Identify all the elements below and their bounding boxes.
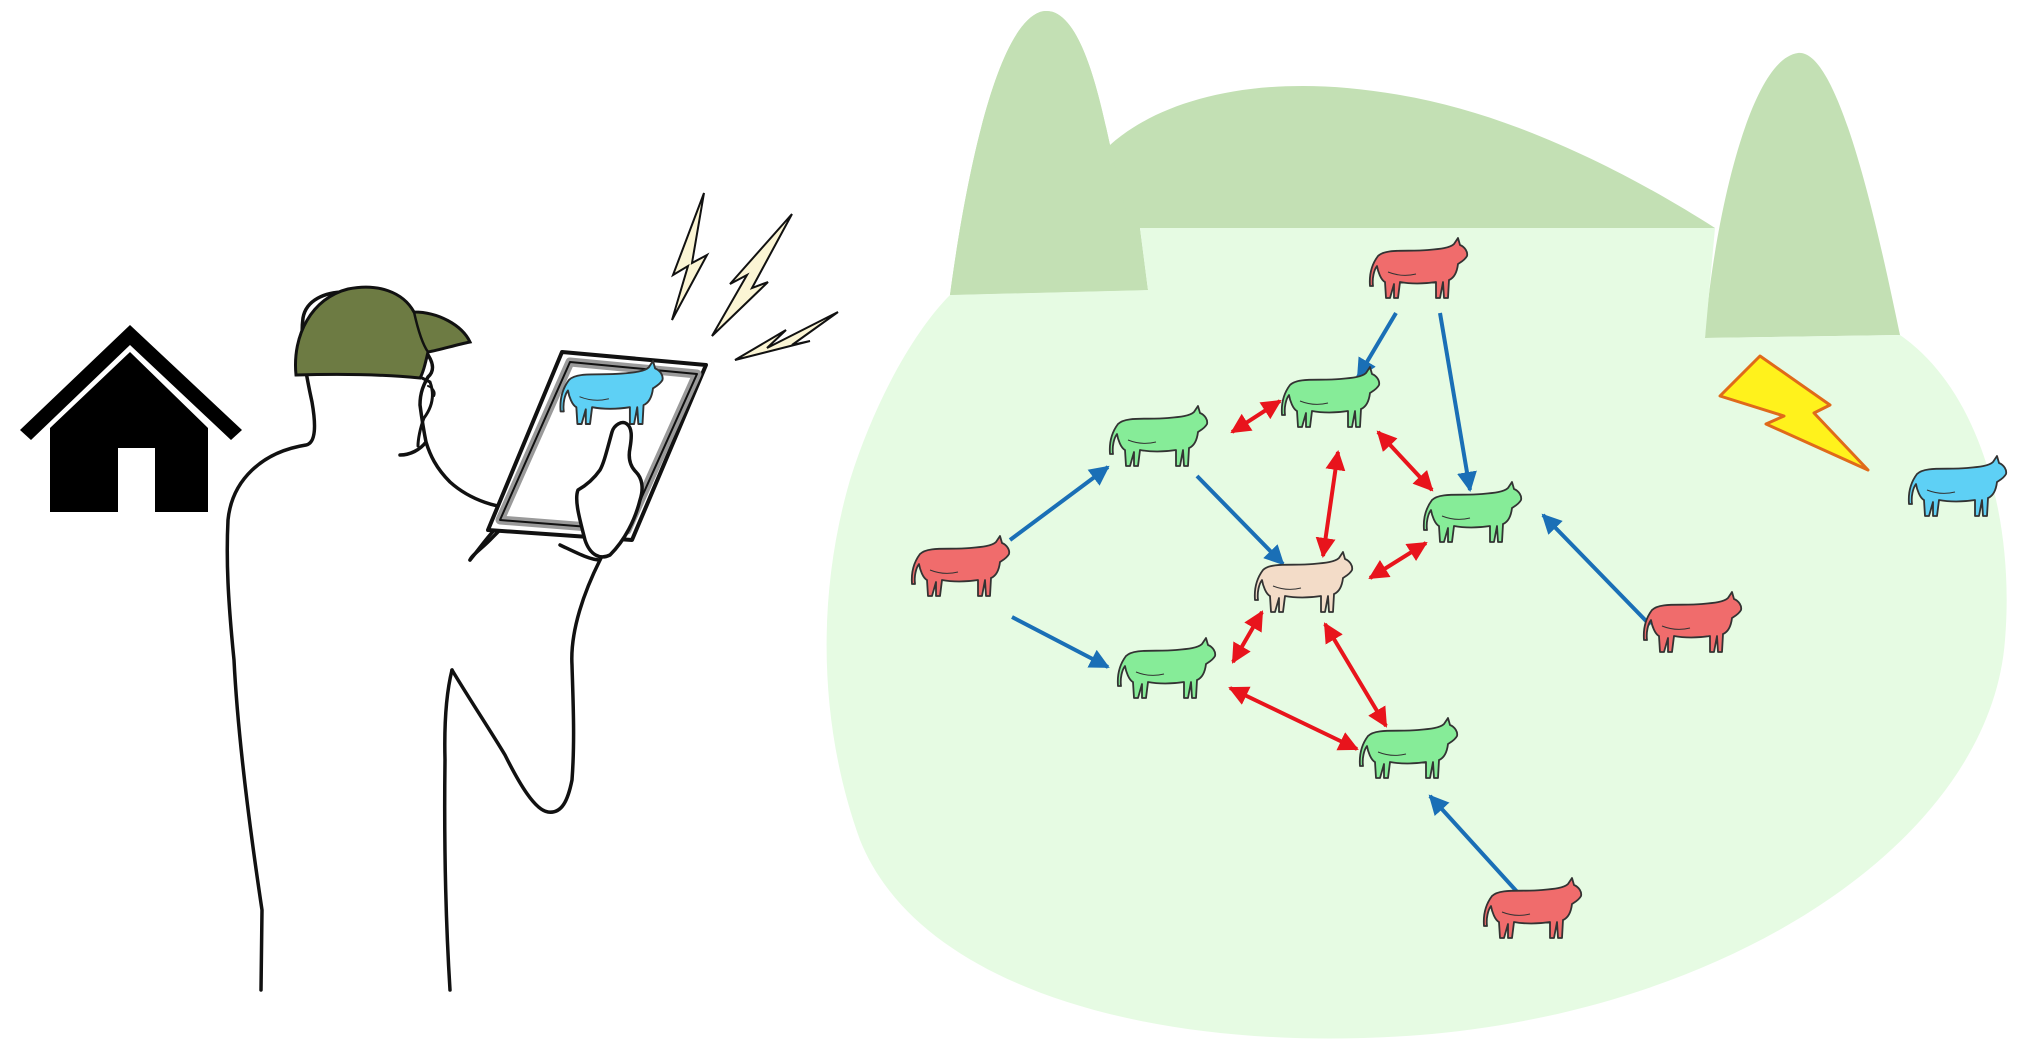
pasture-area [827, 11, 2007, 1039]
cap-icon [295, 287, 470, 378]
wireless-signal-icon [672, 193, 838, 360]
house-icon [20, 325, 242, 512]
farmer-body [227, 292, 520, 990]
meadow [827, 228, 2007, 1039]
hill-right [1705, 53, 1900, 338]
